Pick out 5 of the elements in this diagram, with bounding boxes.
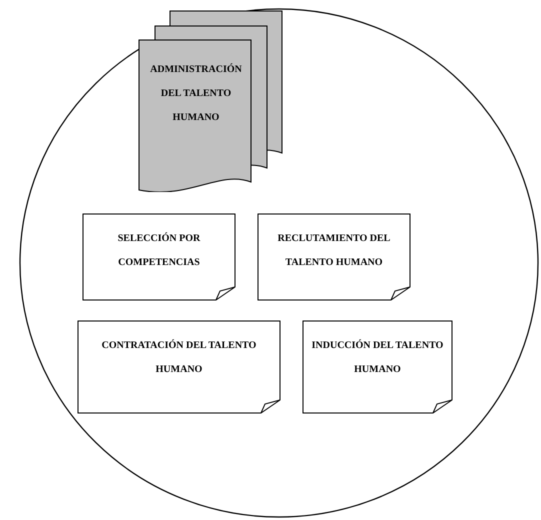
node-label: CONTRATACIÓN DEL TALENTO HUMANO [102, 340, 256, 375]
node-label: RECLUTAMIENTO DEL TALENTO HUMANO [278, 233, 390, 268]
node-label: INDUCCIÓN DEL TALENTO HUMANO [312, 340, 444, 375]
node-label: SELECCIÓN POR COMPETENCIAS [118, 233, 200, 268]
node-label: ADMINISTRACIÓN DEL TALENTO HUMANO [150, 64, 242, 123]
